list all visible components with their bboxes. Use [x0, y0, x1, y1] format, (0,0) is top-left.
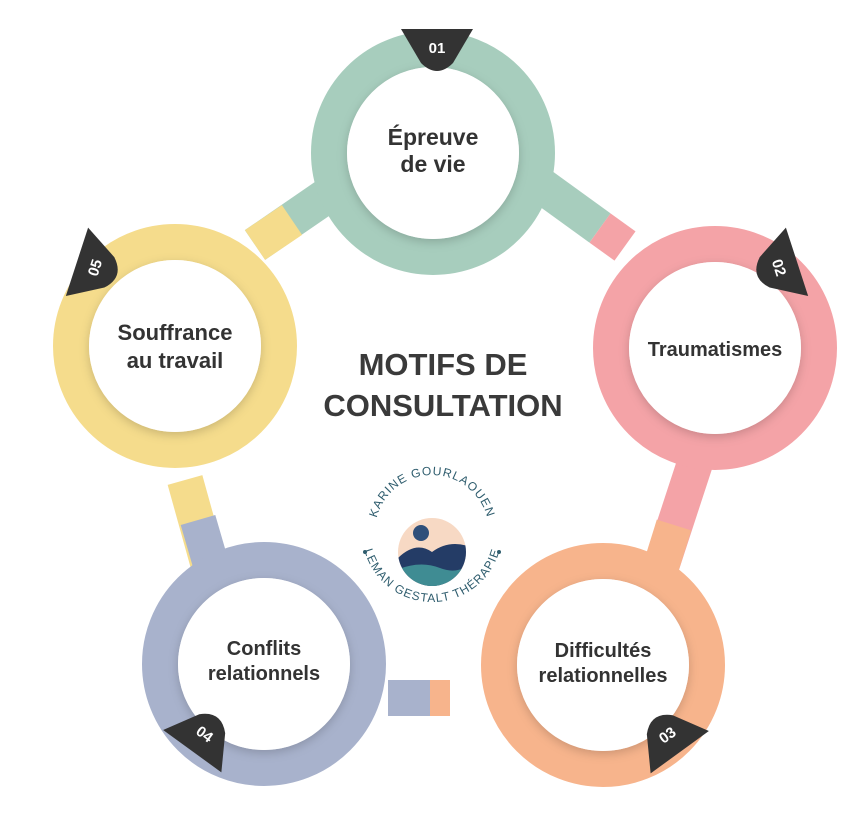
node-02-number: 02: [768, 257, 789, 278]
node-04-disc: [178, 578, 350, 750]
node-03-label-line1: Difficultés: [555, 640, 652, 662]
node-05-badge: 05: [65, 227, 118, 297]
node-02-label-line1: Traumatismes: [648, 339, 783, 361]
node-03-ring: [481, 543, 725, 787]
node-02-badge: 02: [756, 227, 809, 297]
node-04: Conflits relationnels 04: [142, 542, 386, 786]
logo-top-text: KARINE GOURLAOUEN: [366, 464, 498, 519]
logo: KARINE GOURLAOUEN LEMAN GESTALT THÉRAPIE: [361, 464, 501, 605]
node-03: Difficultés relationnelles 03: [481, 543, 725, 787]
node-04-label-line2: relationnels: [208, 663, 320, 685]
node-03-label-line2: relationnelles: [539, 665, 668, 687]
connector-01-02: [531, 171, 611, 243]
title-line2: CONSULTATION: [323, 388, 562, 423]
node-04-label-line1: Conflits: [227, 638, 301, 660]
node-05-ring: [53, 224, 297, 468]
center-title: MOTIFS DE CONSULTATION: [323, 347, 562, 423]
node-01-disc: [347, 67, 519, 239]
node-05-label-line1: Souffrance: [118, 320, 233, 345]
node-03-badge: 03: [646, 714, 709, 774]
node-05-label-line2: au travail: [127, 348, 224, 373]
node-04-ring: [142, 542, 386, 786]
node-02: Traumatismes 02: [593, 226, 837, 470]
node-01-label-line2: de vie: [400, 151, 465, 177]
node-03-disc: [517, 579, 689, 751]
node-05-number: 05: [85, 257, 106, 278]
node-05-disc: [89, 260, 261, 432]
node-05: Souffrance au travail 05: [53, 224, 297, 468]
title-line1: MOTIFS DE: [359, 347, 528, 382]
node-01: Épreuve de vie 01: [311, 29, 555, 275]
node-01-badge: 01: [401, 29, 473, 71]
node-02-ring: [593, 226, 837, 470]
node-02-disc: [629, 262, 801, 434]
node-01-number: 01: [429, 40, 446, 57]
node-03-number: 03: [656, 724, 679, 748]
node-01-label-line1: Épreuve: [388, 123, 479, 150]
node-04-badge: 04: [163, 713, 226, 773]
